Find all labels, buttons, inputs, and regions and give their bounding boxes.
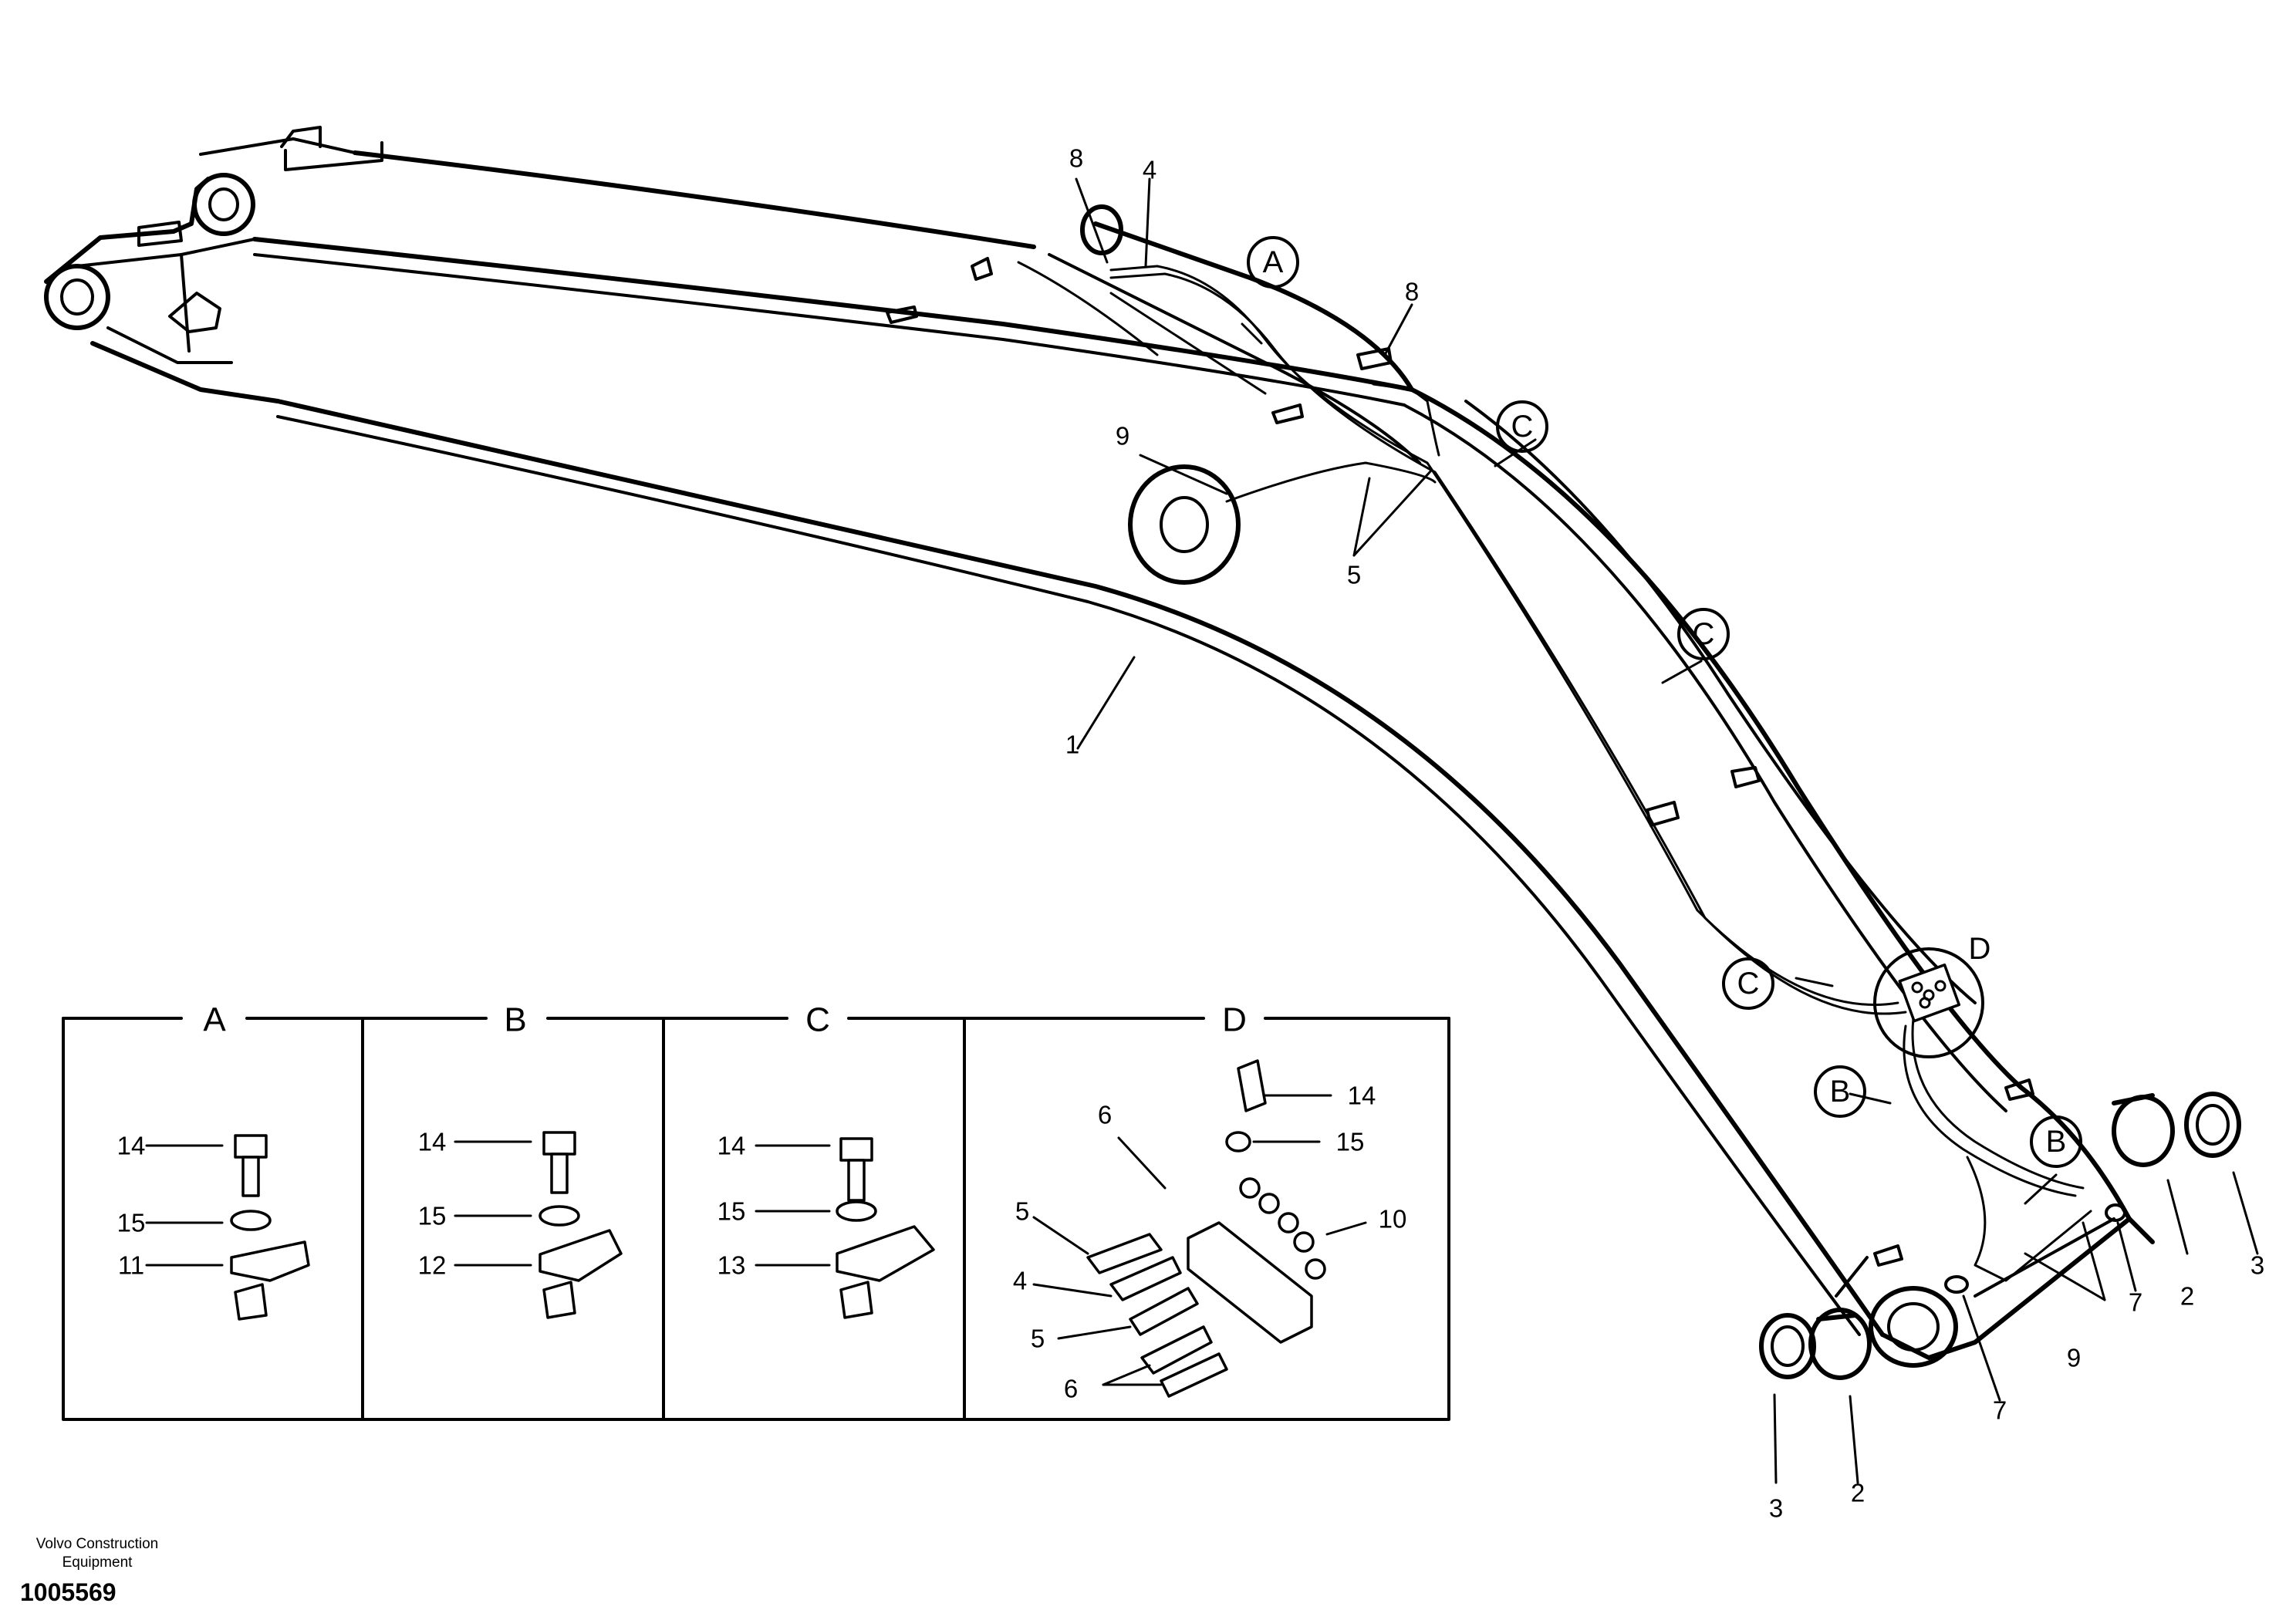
svg-text:13: 13 [718,1251,746,1280]
panel-A-title: A [203,1001,226,1039]
panel-D-parts: 14 15 10 6 5 4 5 6 [1013,1059,1407,1403]
svg-text:14: 14 [718,1132,746,1160]
svg-text:15: 15 [718,1197,746,1226]
svg-text:15: 15 [117,1209,146,1237]
brand-name: Volvo Construction Equipment [35,1536,159,1571]
svg-text:4: 4 [1013,1267,1027,1295]
footer: Volvo Construction Equipment 1005569 [20,1535,174,1607]
svg-text:10: 10 [1379,1205,1407,1234]
main-callouts: 8 4 8 9 5 1 3 2 7 9 7 2 3 [1065,144,2264,1523]
panel-B-title: B [504,1001,526,1039]
svg-text:6: 6 [1064,1375,1078,1403]
svg-text:6: 6 [1098,1101,1112,1129]
svg-text:15: 15 [418,1202,447,1230]
svg-text:14: 14 [117,1132,146,1160]
callout-8-right: 8 [1405,278,1419,306]
callout-7-right: 7 [2129,1288,2142,1317]
callout-9: 9 [2067,1344,2081,1372]
svg-text:12: 12 [418,1251,447,1280]
ref-D: D [1969,932,1991,966]
svg-text:14: 14 [1348,1082,1376,1110]
callout-4-top: 4 [1143,156,1156,184]
document-number: 1005569 [20,1578,116,1606]
panel-C-parts: 14 15 13 [718,1132,935,1319]
callout-8-left: 9 [1116,422,1129,451]
detail-panels: A B C D 14 15 11 14 15 [62,1001,1450,1421]
svg-text:15: 15 [1336,1128,1365,1156]
callout-1: 1 [1065,731,1079,759]
ref-C-top: C [1511,410,1534,444]
callout-5: 5 [1347,561,1361,589]
ref-C-mid: C [1693,617,1715,651]
callout-3-right: 3 [2250,1251,2264,1280]
svg-text:5: 5 [1031,1325,1045,1353]
panel-B-parts: 14 15 12 [418,1128,623,1319]
callout-2-right: 2 [2180,1282,2194,1311]
bushings [1759,1092,2241,1380]
callout-7-left: 7 [1993,1396,2007,1425]
callout-8-top: 8 [1069,144,1083,173]
svg-text:5: 5 [1015,1197,1029,1226]
ref-C-low: C [1737,967,1760,1001]
leader-lines [1075,177,2259,1484]
panel-C-title: C [805,1001,830,1039]
svg-text:11: 11 [118,1251,144,1280]
callout-3-left: 3 [1769,1494,1783,1523]
ref-B-left: B [1830,1075,1851,1109]
boom-body [44,126,2155,1368]
ref-A: A [1263,245,1284,279]
ref-B-right: B [2046,1125,2067,1159]
panel-D-title: D [1222,1001,1247,1039]
panel-A-parts: 14 15 11 [117,1132,310,1321]
detail-references: A C C C B B D [1247,236,2082,1168]
svg-text:14: 14 [418,1128,447,1156]
callout-2-left: 2 [1851,1479,1865,1507]
